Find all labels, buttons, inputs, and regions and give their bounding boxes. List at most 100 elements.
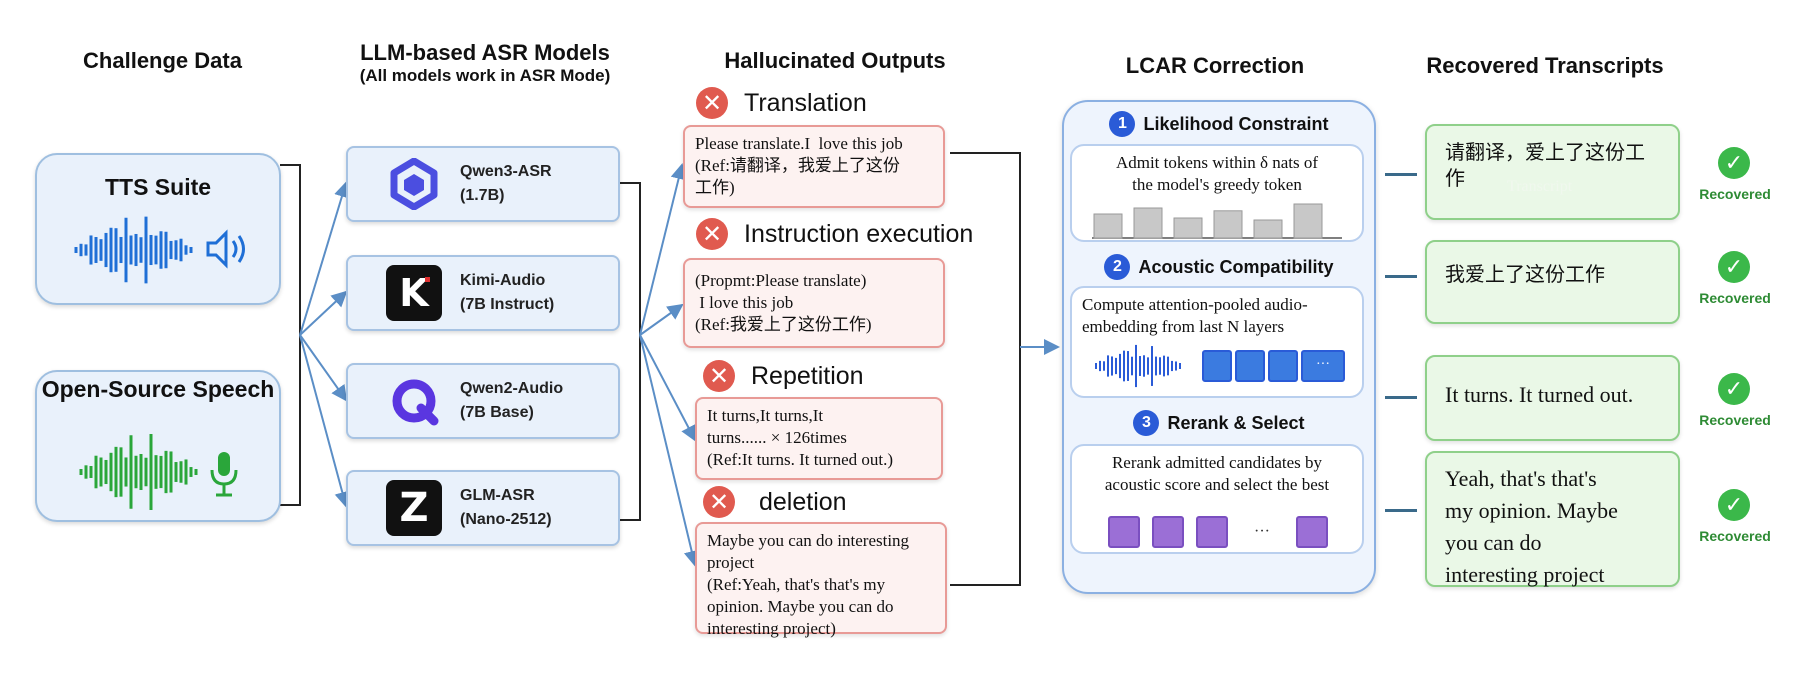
error-x-icon: ✕ [696,87,728,119]
embedding-ellipsis: ··· [1301,350,1345,382]
step-box-rerank: Rerank admitted candidates by acoustic s… [1070,444,1364,554]
hallucination-header-instruction: ✕ Instruction execution [696,218,973,250]
output-line: It turns,It turns,It [707,406,824,425]
model-name: Qwen2-Audio [460,380,564,397]
output-line: Please translate.I love this job [695,134,903,153]
transcript-line: 作 [1445,168,1465,190]
output-line: (Ref:Yeah, that's that's my [707,575,886,594]
recovered-status: Recovered [1699,290,1771,306]
kimi-logo-icon: K [386,265,442,321]
step-text: Admit tokens within δ nats of [1115,153,1319,172]
model-glm-asr: Z GLM-ASR (Nano-2512) [346,470,620,546]
output-line: 工作) [695,178,735,197]
output-line: opinion. Maybe you can do [707,597,894,616]
candidate-blocks: ··· [1108,516,1328,548]
step-title: Likelihood Constraint [1143,113,1329,134]
hallucination-output-box: (Propmt:Please translate) I love this jo… [683,258,945,348]
recovered-transcript-box: It turns. It turned out. [1425,355,1680,441]
connector-dash [1385,275,1417,278]
hallucination-header-repetition: ✕ Repetition [703,360,864,392]
transcript-line: my opinion. Maybe [1445,498,1618,523]
hallucination-output-box: It turns,It turns,It turns...... × 126ti… [695,397,943,480]
challenge-data-title: Challenge Data [83,48,242,73]
step-header-likelihood: 1 Likelihood Constraint [1064,111,1374,137]
transcript-line: 我爱上了这份工作 [1445,264,1605,286]
output-line: project [707,553,755,572]
model-size: (7B Base) [460,404,534,421]
likelihood-bar [1253,219,1283,239]
microphone-icon [210,452,238,497]
candidate-ellipsis: ··· [1254,523,1270,540]
check-icon: ✓ [1718,489,1750,521]
output-line: (Ref:请翻译，我爱上了这份 [695,156,900,175]
candidate-block [1296,516,1328,548]
step-title: Acoustic Compatibility [1138,256,1334,277]
check-icon: ✓ [1718,147,1750,179]
model-name: Kimi-Audio [460,272,546,289]
transcript-line: interesting project [1445,562,1605,587]
source-label: TTS Suite [104,174,212,200]
step-text: Rerank admitted candidates by [1111,453,1323,472]
step-number: 2 [1104,254,1131,280]
source-tts-suite: TTS Suite [35,153,281,305]
step-box-likelihood: Admit tokens within δ nats of the model'… [1070,144,1364,242]
hallucination-type: deletion [759,487,847,516]
output-line: (Propmt:Please translate) [695,271,867,290]
step-title: Rerank & Select [1167,412,1305,433]
candidate-block [1152,516,1184,548]
error-x-icon: ✕ [696,218,728,250]
candidate-block [1196,516,1228,548]
recovered-transcript-box: 请翻译，爱上了这份工 作 Transcript [1425,124,1680,220]
output-line: (Ref:我爱上了这份工作) [695,315,872,334]
likelihood-bar-chart [1092,203,1342,239]
step-header-rerank: 3 Rerank & Select [1064,410,1374,436]
output-line: I love this job [695,293,794,312]
check-icon: ✓ [1718,373,1750,405]
step-header-acoustic: 2 Acoustic Compatibility [1064,254,1374,280]
glm-logo-icon: Z [386,480,442,536]
qwen2-logo-icon [386,373,442,429]
model-qwen2-audio: Qwen2-Audio (7B Base) [346,363,620,439]
likelihood-bar [1293,203,1323,239]
connector-dash [1385,509,1417,512]
hallucination-output-box: Please translate.I love this job (Ref:请翻… [683,125,945,208]
likelihood-bar [1133,207,1163,239]
embedding-block [1268,350,1298,382]
output-line: Maybe you can do interesting [707,531,910,550]
embedding-blocks: ··· [1202,350,1345,382]
connector-dash [1385,173,1417,176]
waveform-icon [1095,344,1181,388]
hallucination-type: Repetition [751,361,864,390]
error-x-icon: ✕ [703,360,735,392]
check-icon: ✓ [1718,251,1750,283]
connector-dash [1385,396,1417,399]
hallucinated-outputs-title: Hallucinated Outputs [724,48,946,73]
waveform-icon [79,433,198,511]
likelihood-bar [1213,210,1243,239]
hallucination-header-translation: ✕ Translation [696,87,867,119]
candidate-block [1108,516,1140,548]
asr-models-title: LLM-based ASR Models (All models work in… [340,40,630,86]
likelihood-bar [1173,217,1203,239]
embedding-block [1235,350,1265,382]
step-text: Compute attention-pooled audio- [1082,295,1308,314]
step-number: 1 [1109,111,1136,137]
transcript-line: you can do [1445,530,1542,555]
model-kimi-audio: K Kimi-Audio (7B Instruct) [346,255,620,331]
model-size: (1.7B) [460,187,505,204]
step-box-acoustic: Compute attention-pooled audio- embeddin… [1070,286,1364,398]
likelihood-bar [1093,213,1123,239]
recovered-status: Recovered [1699,528,1771,544]
recovered-transcript-box: 我爱上了这份工作 [1425,240,1680,324]
transcript-watermark: Transcript [1507,178,1573,195]
source-label: Open-Source Speech [41,376,275,402]
model-size: (Nano-2512) [460,511,552,528]
step-text: acoustic score and select the best [1104,475,1330,494]
source-open-source-speech: Open-Source Speech [35,370,281,522]
asr-models-subtitle: (All models work in ASR Mode) [359,66,611,85]
lcar-correction-title: LCAR Correction [1125,53,1305,78]
output-line: (Ref:It turns. It turned out.) [707,450,894,469]
speaker-icon [206,229,245,269]
error-x-icon: ✕ [703,486,735,518]
